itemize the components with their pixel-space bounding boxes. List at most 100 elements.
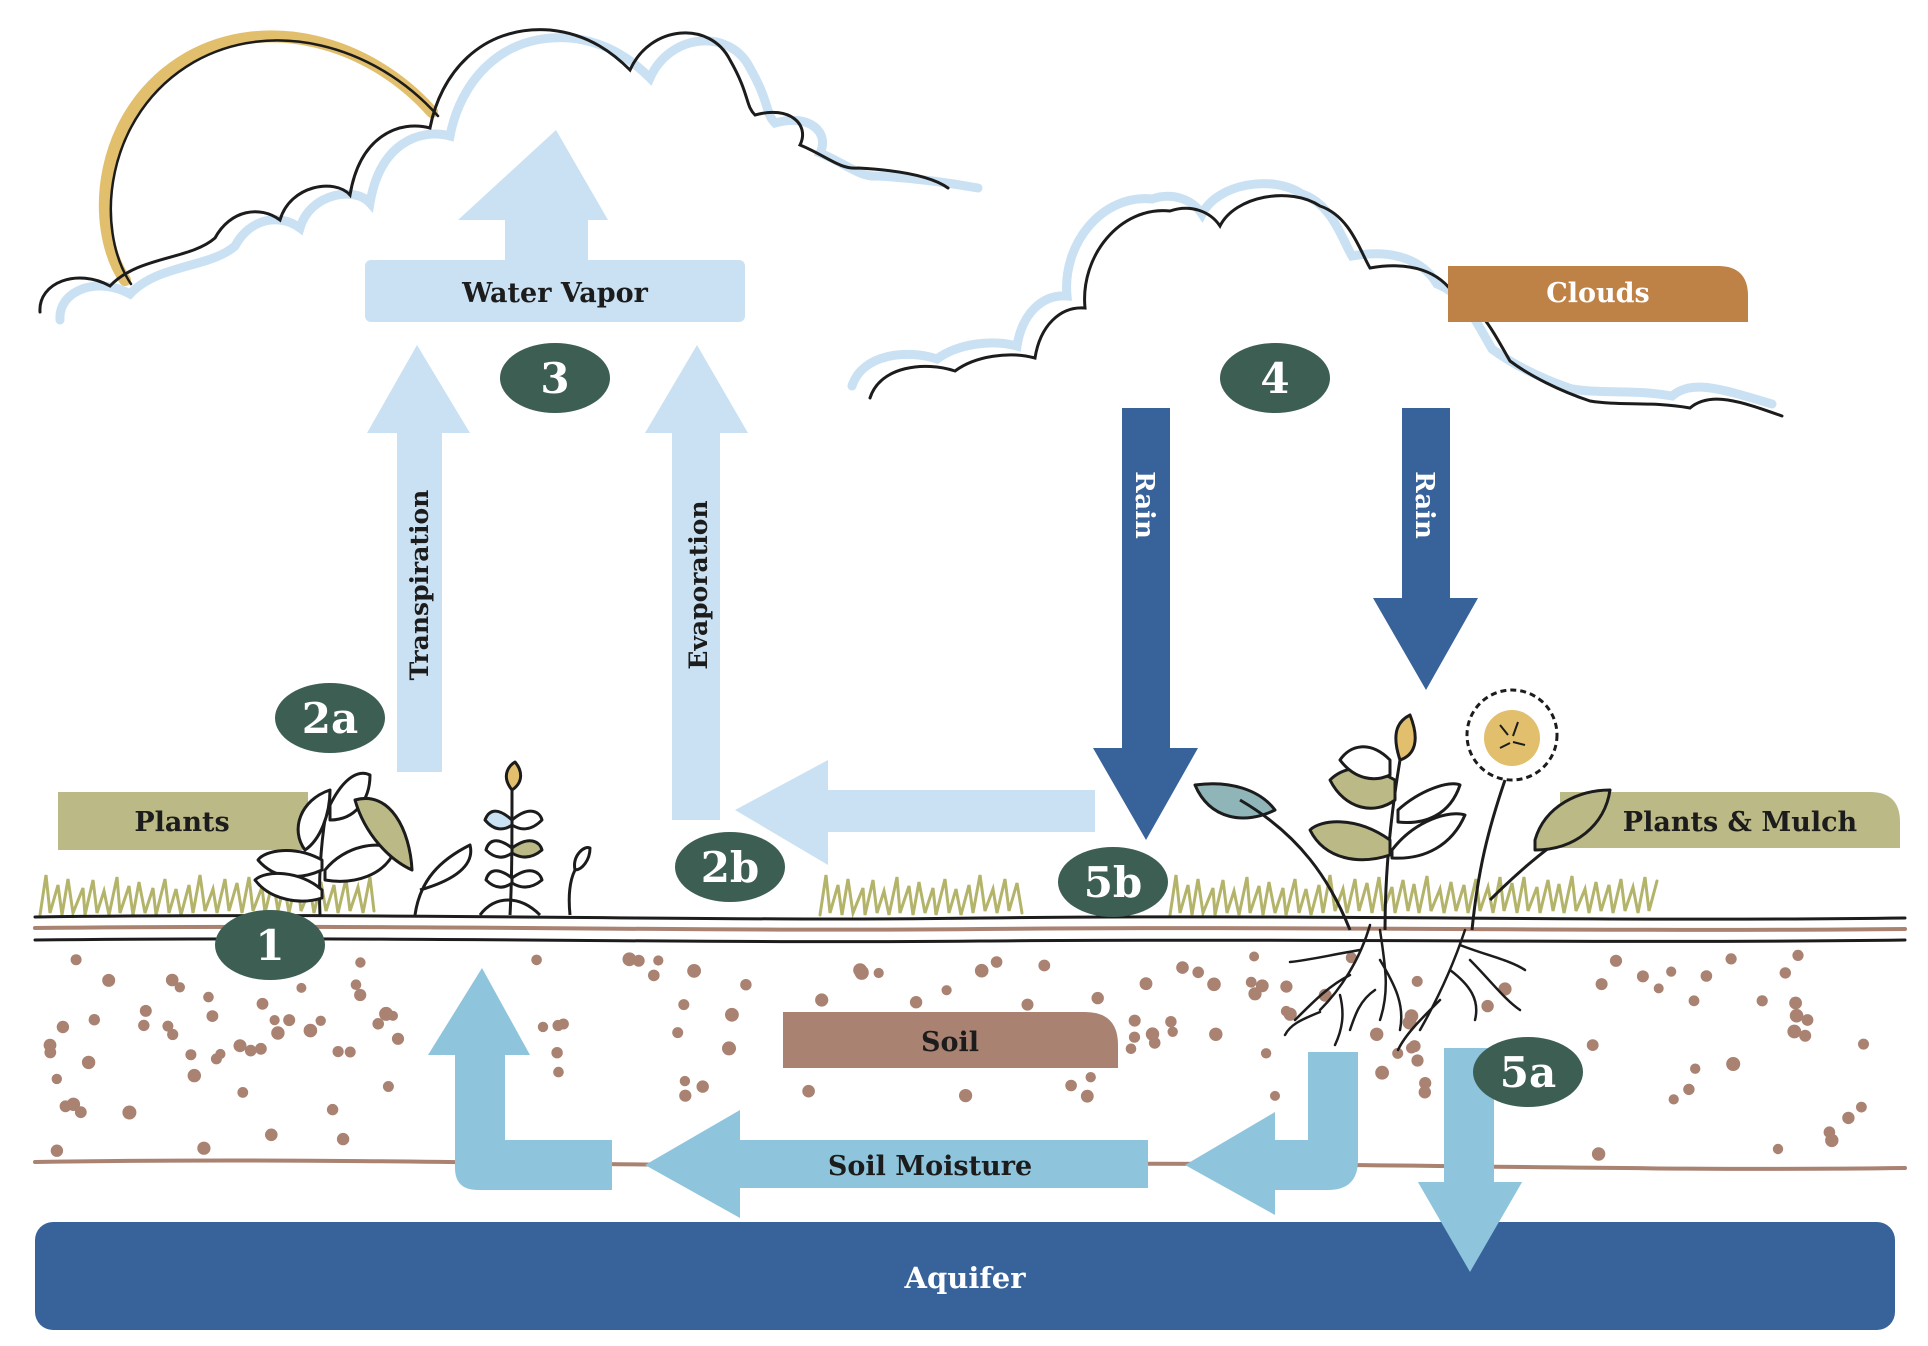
soil-dot: [1726, 1057, 1741, 1071]
soil-dot: [1128, 1031, 1141, 1043]
soil-dot: [1418, 1086, 1432, 1099]
soil-dot: [1787, 1024, 1802, 1039]
soil-dot: [1411, 975, 1423, 987]
badge-2a-text: 2a: [302, 694, 358, 743]
soil-dot: [1586, 1039, 1599, 1051]
soil-dot: [815, 993, 829, 1007]
soil-dot: [1690, 1063, 1701, 1074]
rain-arrow-left: Rain: [1093, 408, 1198, 840]
soil-dot: [372, 1018, 385, 1030]
soil-dot: [740, 979, 752, 991]
soil-dot: [1080, 1089, 1094, 1103]
soil-dot: [1260, 1048, 1272, 1059]
soil-dot: [722, 1041, 736, 1056]
clouds-label-tag: Clouds: [1448, 266, 1748, 322]
roots-icon: [1283, 923, 1527, 1052]
soil-dot: [959, 1089, 973, 1103]
soil-dot: [215, 1048, 226, 1060]
soil-dot: [102, 973, 116, 987]
soil-dot: [696, 1080, 709, 1093]
soil-dot: [122, 1105, 137, 1120]
soil-dot: [1666, 966, 1677, 977]
soil-dot: [1856, 1101, 1867, 1113]
plants-left-icon: [253, 760, 592, 917]
soil-dot: [1683, 1083, 1695, 1096]
soil-dot: [197, 1141, 211, 1155]
soil-dot: [1249, 951, 1260, 962]
soil-dot: [244, 1044, 257, 1057]
soil-dot: [1139, 977, 1153, 991]
soil-dot: [1245, 976, 1257, 988]
soil-dot: [1392, 1047, 1404, 1059]
soil-dot: [185, 1049, 197, 1061]
soil-dot: [679, 1089, 692, 1102]
soil-dot: [672, 1027, 684, 1039]
soil-dot: [70, 954, 82, 966]
soil-dot: [344, 1046, 356, 1058]
soil-dot: [315, 1015, 326, 1026]
soil-dot: [1801, 1014, 1814, 1026]
surface-evaporation-arrow: [735, 760, 1095, 865]
water-vapor-label: Water Vapor: [461, 278, 649, 309]
soil-dot: [336, 1132, 350, 1146]
soil-dot: [1688, 995, 1700, 1007]
soil-dot: [1065, 1079, 1077, 1092]
soil-dot: [256, 997, 269, 1010]
soil-dot: [1192, 966, 1204, 979]
soil-dot: [296, 982, 307, 993]
soil-dot: [56, 1020, 70, 1034]
soil-dot: [622, 952, 637, 967]
soil-dot: [1176, 961, 1189, 974]
soil-dot: [165, 973, 179, 987]
soil-dot: [990, 956, 1003, 968]
soil-dot: [1636, 970, 1649, 983]
aquifer-recharge-arrow-tip: [1418, 1182, 1522, 1272]
badge-4: 4: [1220, 343, 1330, 413]
aquifer-bar: Aquifer: [35, 1222, 1895, 1330]
soil-dot: [1375, 1065, 1389, 1080]
soil-moisture-label: Soil Moisture: [828, 1151, 1032, 1182]
plants-label: Plants: [134, 807, 229, 838]
cloud-right-icon: [847, 179, 1784, 418]
aquifer-label: Aquifer: [903, 1261, 1026, 1295]
soil-dot: [1209, 1027, 1223, 1042]
soil-dot: [802, 1084, 815, 1098]
soil-dot: [1609, 954, 1623, 967]
soil-dot: [1021, 998, 1034, 1011]
soil-dot: [1756, 995, 1768, 1007]
soil-dots: [43, 949, 1869, 1161]
soil-dot: [1595, 978, 1608, 991]
soil-dot: [531, 954, 542, 966]
soil-label: Soil: [921, 1027, 979, 1058]
soil-dot: [1167, 1026, 1178, 1038]
soil-dot: [350, 979, 362, 990]
soil-dot: [265, 1128, 278, 1142]
badge-5b: 5b: [1058, 847, 1168, 917]
badge-4-text: 4: [1260, 354, 1289, 403]
soil-dot: [382, 1081, 394, 1092]
badge-1: 1: [215, 910, 325, 980]
badge-3-text: 3: [540, 354, 569, 403]
sun-icon: [98, 30, 440, 286]
water-vapor-box: Water Vapor: [365, 260, 745, 322]
soil-dot: [167, 1028, 179, 1041]
soil-dot: [88, 1014, 101, 1026]
soil-dot: [206, 1010, 219, 1022]
soil-dot: [678, 999, 690, 1011]
soil-dot: [43, 1038, 57, 1052]
soil-dot: [303, 1023, 318, 1038]
soil-dot: [138, 1019, 150, 1032]
soil-dot: [174, 982, 185, 993]
evaporation-label: Evaporation: [684, 500, 713, 669]
soil-dot: [687, 964, 701, 978]
soil-dot: [1085, 1072, 1096, 1083]
rain-left-label: Rain: [1129, 471, 1159, 539]
soil-dot: [1792, 949, 1804, 962]
soil-dot: [355, 957, 366, 968]
soil-dot: [552, 1019, 564, 1032]
soil-dot: [1370, 1027, 1384, 1042]
soil-label-tag: Soil: [783, 1012, 1118, 1068]
soil-dot: [1653, 983, 1664, 994]
plants-label-tag: Plants: [58, 792, 308, 850]
